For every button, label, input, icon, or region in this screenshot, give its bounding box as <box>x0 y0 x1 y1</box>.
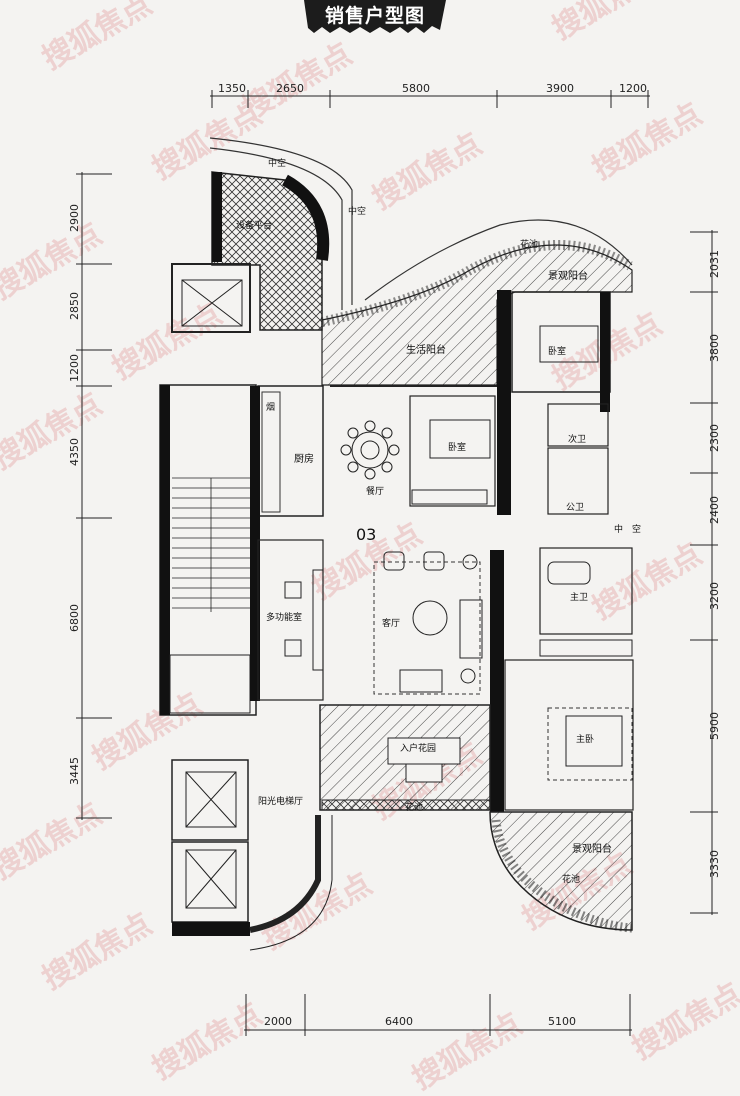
dim-right-3: 2300 <box>708 424 721 452</box>
equipment-platform-label: 设备平台 <box>236 219 272 231</box>
plan-title: 销售户型图 <box>324 5 425 27</box>
sun-hall-curve <box>249 815 321 933</box>
watermark-text: 搜狐焦点 <box>37 907 158 997</box>
bedroom-label: 卧室 <box>548 345 566 357</box>
kitchen-label: 厨房 <box>294 452 314 465</box>
sun-elevator-hall-label: 阳光电梯厅 <box>258 795 303 807</box>
dim-top-1: 1350 <box>218 82 246 95</box>
entry-garden-label: 入户花园 <box>400 742 436 754</box>
dim-left-2: 2850 <box>68 292 81 320</box>
elevator-shaft-lower-1 <box>171 759 249 841</box>
watermark-text: 搜狐焦点 <box>87 687 208 777</box>
flower-bed-bottom-label: 花池 <box>562 873 580 885</box>
master-bedroom <box>504 659 634 811</box>
void-right-label: 中 空 <box>614 523 641 535</box>
dining-label: 餐厅 <box>366 485 384 497</box>
dim-top-2: 2650 <box>276 82 304 95</box>
dimension-lines <box>76 90 718 1036</box>
flue-label: 烟 <box>266 401 275 413</box>
title-banner <box>304 0 446 33</box>
void-top-label: 中空 <box>268 157 286 169</box>
multi-room-label: 多功能室 <box>266 611 302 623</box>
bedroom-middle <box>409 395 496 507</box>
watermark-text: 搜狐焦点 <box>0 387 108 477</box>
public-bath <box>547 447 609 515</box>
elevator-shaft-top <box>171 263 251 333</box>
watermark-text: 搜狐焦点 <box>37 0 158 77</box>
service-balcony-label: 生活阳台 <box>406 343 446 356</box>
dim-right-2: 3800 <box>708 334 721 362</box>
watermark-text: 搜狐焦点 <box>367 127 488 217</box>
watermark-text: 搜狐焦点 <box>147 97 268 187</box>
watermark-text: 搜狐焦点 <box>587 97 708 187</box>
watermark-text: 搜狐焦点 <box>587 537 708 627</box>
elevator-shaft-lower-2 <box>171 841 249 923</box>
second-bath <box>547 403 609 447</box>
view-balcony-bottom-label: 景观阳台 <box>572 842 612 855</box>
watermark-text: 搜狐焦点 <box>147 997 268 1087</box>
dim-bottom-1: 2000 <box>264 1015 292 1028</box>
dim-left-3: 1200 <box>68 354 81 382</box>
living-rug <box>373 561 481 695</box>
living-label: 客厅 <box>382 617 400 629</box>
master-bedroom-label: 主卧 <box>576 733 594 745</box>
dim-bottom-3: 5100 <box>548 1015 576 1028</box>
top-void-curves <box>209 137 633 310</box>
stair-core <box>159 384 257 716</box>
dim-top-4: 3900 <box>546 82 574 95</box>
dim-right-6: 5900 <box>708 712 721 740</box>
view-balcony-top-label: 景观阳台 <box>548 269 588 282</box>
dim-left-1: 2900 <box>68 204 81 232</box>
dim-left-5: 6800 <box>68 604 81 632</box>
public-bath-label: 公卫 <box>566 502 584 513</box>
void-top2-label: 中空 <box>348 205 366 217</box>
unit-label: 03 <box>356 525 376 544</box>
watermark-text: 搜狐焦点 <box>0 217 108 307</box>
dim-right-5: 3200 <box>708 582 721 610</box>
dim-right-1: 2031 <box>708 250 721 278</box>
dining-table <box>340 420 400 480</box>
watermark-text: 搜狐焦点 <box>627 977 740 1067</box>
dim-left-4: 4350 <box>68 438 81 466</box>
dim-top-3: 5800 <box>402 82 430 95</box>
service-balcony-area <box>321 244 633 386</box>
dim-right-7: 3330 <box>708 850 721 878</box>
flower-bed-top-label: 花池 <box>520 238 538 250</box>
watermark-text: 搜狐焦点 <box>107 297 228 387</box>
watermark-text: 搜狐焦点 <box>547 0 668 47</box>
watermark-text: 搜狐焦点 <box>0 797 108 887</box>
watermark-text: 搜狐焦点 <box>407 1007 528 1096</box>
dimension-labels: 1350 2650 5800 3900 1200 2000 6400 5100 … <box>68 82 721 1028</box>
dim-bottom-2: 6400 <box>385 1015 413 1028</box>
bedroom2-label: 卧室 <box>448 441 466 453</box>
stair-treads <box>172 477 250 612</box>
view-balcony-bottom-area <box>489 811 633 931</box>
second-bath-label: 次卫 <box>568 433 586 445</box>
master-bath-label: 主卫 <box>570 591 588 603</box>
master-bath <box>539 547 633 635</box>
dim-top-5: 1200 <box>619 82 647 95</box>
flower-bed-mid-label: 花池 <box>405 801 423 813</box>
dim-right-4: 2400 <box>708 496 721 524</box>
dim-left-6: 3445 <box>68 757 81 785</box>
